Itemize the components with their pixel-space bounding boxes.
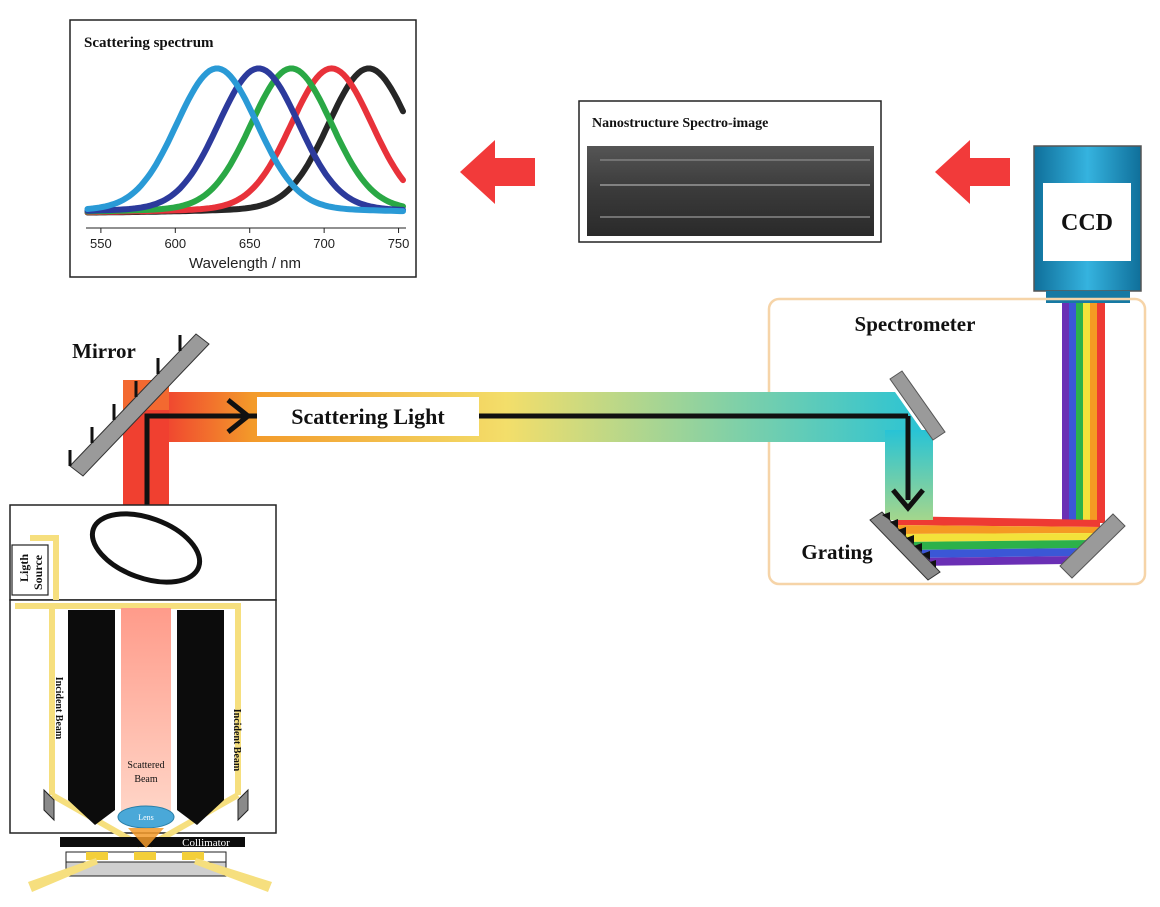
spectrum-tick-label: 650 xyxy=(239,236,261,251)
spectrum-tick-label: 600 xyxy=(164,236,186,251)
ccd-label: CCD xyxy=(1061,210,1113,236)
mirror-label: Mirror xyxy=(72,339,136,363)
grating-label: Grating xyxy=(801,540,873,564)
scattered-beam-label-line1: Scattered xyxy=(127,760,164,771)
lens-label: Lens xyxy=(138,813,154,822)
collimator-label: Collimator xyxy=(182,837,230,849)
light-source-box xyxy=(11,544,49,596)
spectrum-title: Scattering spectrum xyxy=(84,35,214,51)
arrow-head-right-icon xyxy=(226,398,253,434)
light-source-label-line2: Source xyxy=(31,554,45,590)
incident-beam-label-left: Incident Beam xyxy=(53,677,64,740)
ring-icon xyxy=(89,511,203,585)
scattering-light-label: Scattering Light xyxy=(291,404,445,429)
spectro-image xyxy=(587,146,874,236)
focal-cone xyxy=(128,828,164,848)
rainbow-beam-horizontal xyxy=(895,516,1100,566)
incident-ray-left xyxy=(28,858,98,892)
spectrometer-mirror-top xyxy=(889,370,946,441)
spectrum-series-4 xyxy=(84,65,406,214)
scattered-beam xyxy=(121,608,171,816)
sample-stage xyxy=(65,851,227,877)
grating xyxy=(869,511,941,581)
spectrum-x-label: Wavelength / nm xyxy=(189,255,301,272)
spectrum-x-ticks: 550 600 650 700 750 xyxy=(90,228,409,251)
prism-left xyxy=(43,788,55,822)
spectrometer-label: Spectrometer xyxy=(855,312,976,336)
ccd-camera: CCD xyxy=(1033,145,1142,303)
main-mirror xyxy=(68,333,210,477)
objective-block-right xyxy=(177,610,224,825)
scattering-spectrum-panel: Scattering spectrum 550 600 650 700 750 Wave… xyxy=(69,19,417,278)
collimator-bar xyxy=(60,837,245,847)
light-source-label-line1: Ligth xyxy=(17,554,31,582)
spectrum-tick-label: 750 xyxy=(388,236,410,251)
arrow-head-down-icon xyxy=(891,488,925,512)
spectrum-plot xyxy=(84,65,406,216)
spectrometer-mirror-bottom xyxy=(1059,513,1126,579)
objective-block-left xyxy=(68,610,115,825)
prism-right xyxy=(237,788,249,822)
scattering-light-label-box xyxy=(257,397,479,436)
spectrum-tick-label: 700 xyxy=(313,236,335,251)
spectrum-tick-label: 550 xyxy=(90,236,112,251)
rainbow-beam-vertical xyxy=(1062,303,1105,523)
scattered-beam-label-line2: Beam xyxy=(134,774,158,785)
spectro-image-panel: Nanostructure Spectro-image xyxy=(578,100,882,243)
spectrum-series-5 xyxy=(84,65,406,215)
spectro-image-title: Nanostructure Spectro-image xyxy=(592,116,768,131)
incident-beam-label-right: Incident Beam xyxy=(231,709,242,772)
red-arrow-mid-icon xyxy=(935,140,1010,204)
red-arrow-left-icon xyxy=(460,140,535,204)
incident-ray-right xyxy=(194,858,272,892)
